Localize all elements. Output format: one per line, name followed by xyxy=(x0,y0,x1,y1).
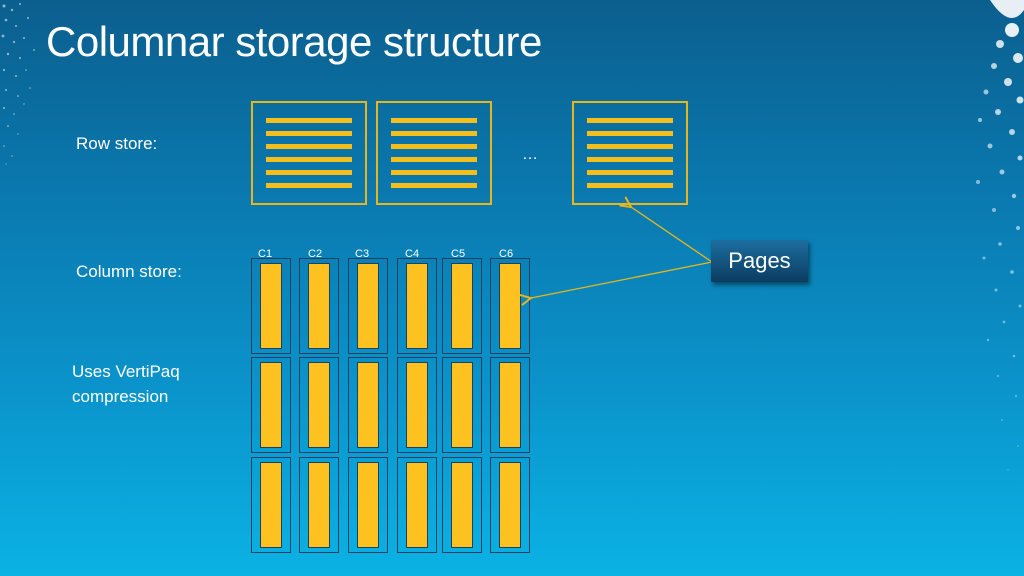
row-bar xyxy=(587,157,673,162)
row-bar xyxy=(266,144,352,149)
column-page xyxy=(490,357,530,453)
row-bar xyxy=(587,170,673,175)
ellipsis: … xyxy=(522,146,538,163)
arrow-to-column-page xyxy=(531,261,713,298)
column-page xyxy=(299,357,339,453)
column-page-fill xyxy=(451,263,473,349)
row-bar xyxy=(587,118,673,123)
row-bar xyxy=(587,183,673,188)
column-page-fill xyxy=(451,362,473,448)
row-page xyxy=(251,101,367,205)
column-page xyxy=(490,457,530,553)
row-bar xyxy=(266,118,352,123)
column-page-fill xyxy=(308,362,330,448)
column-header: C5 xyxy=(451,248,466,260)
row-bar xyxy=(587,131,673,136)
column-page-fill xyxy=(406,362,428,448)
column-page-fill xyxy=(357,462,379,548)
column-page-fill xyxy=(260,362,282,448)
row-bar xyxy=(587,144,673,149)
row-bar xyxy=(266,157,352,162)
decorative-dots-left xyxy=(1,3,35,165)
row-bar xyxy=(391,131,477,136)
row-page xyxy=(376,101,492,205)
arrow-to-row-page xyxy=(631,207,713,263)
column-page-fill xyxy=(260,263,282,349)
row-bar xyxy=(391,144,477,149)
column-page xyxy=(397,258,437,354)
column-page xyxy=(397,457,437,553)
pages-callout: Pages xyxy=(711,240,808,282)
column-header: C2 xyxy=(308,248,323,260)
column-page xyxy=(490,258,530,354)
column-page-fill xyxy=(499,462,521,548)
column-header: C6 xyxy=(499,248,514,260)
column-header: C3 xyxy=(355,248,370,260)
column-page-fill xyxy=(308,462,330,548)
row-bar xyxy=(266,183,352,188)
column-page xyxy=(251,258,291,354)
row-bar xyxy=(391,157,477,162)
compression-label-line2: compression xyxy=(72,387,169,406)
compression-label-line1: Uses VertiPaq xyxy=(72,362,180,381)
column-page xyxy=(251,457,291,553)
column-page xyxy=(299,457,339,553)
column-page-fill xyxy=(357,362,379,448)
column-page-fill xyxy=(260,462,282,548)
column-page xyxy=(348,457,388,553)
decorative-dots-right xyxy=(976,0,1024,471)
column-page-fill xyxy=(499,362,521,448)
column-page xyxy=(348,357,388,453)
row-bar xyxy=(266,170,352,175)
column-page-fill xyxy=(406,263,428,349)
column-page-fill xyxy=(499,263,521,349)
column-page xyxy=(442,357,482,453)
column-page xyxy=(348,258,388,354)
column-header: C4 xyxy=(405,248,420,260)
column-page xyxy=(442,457,482,553)
column-page-fill xyxy=(308,263,330,349)
row-bar xyxy=(391,170,477,175)
row-bar xyxy=(391,118,477,123)
column-page-fill xyxy=(451,462,473,548)
row-store-label: Row store: xyxy=(76,134,158,153)
column-header: C1 xyxy=(258,248,273,260)
column-store-label: Column store: xyxy=(76,262,182,281)
slide-title: Columnar storage structure xyxy=(46,18,542,65)
column-page-fill xyxy=(406,462,428,548)
column-page xyxy=(442,258,482,354)
column-page xyxy=(397,357,437,453)
row-bar xyxy=(391,183,477,188)
column-page xyxy=(299,258,339,354)
column-page-fill xyxy=(357,263,379,349)
column-page xyxy=(251,357,291,453)
row-bar xyxy=(266,131,352,136)
